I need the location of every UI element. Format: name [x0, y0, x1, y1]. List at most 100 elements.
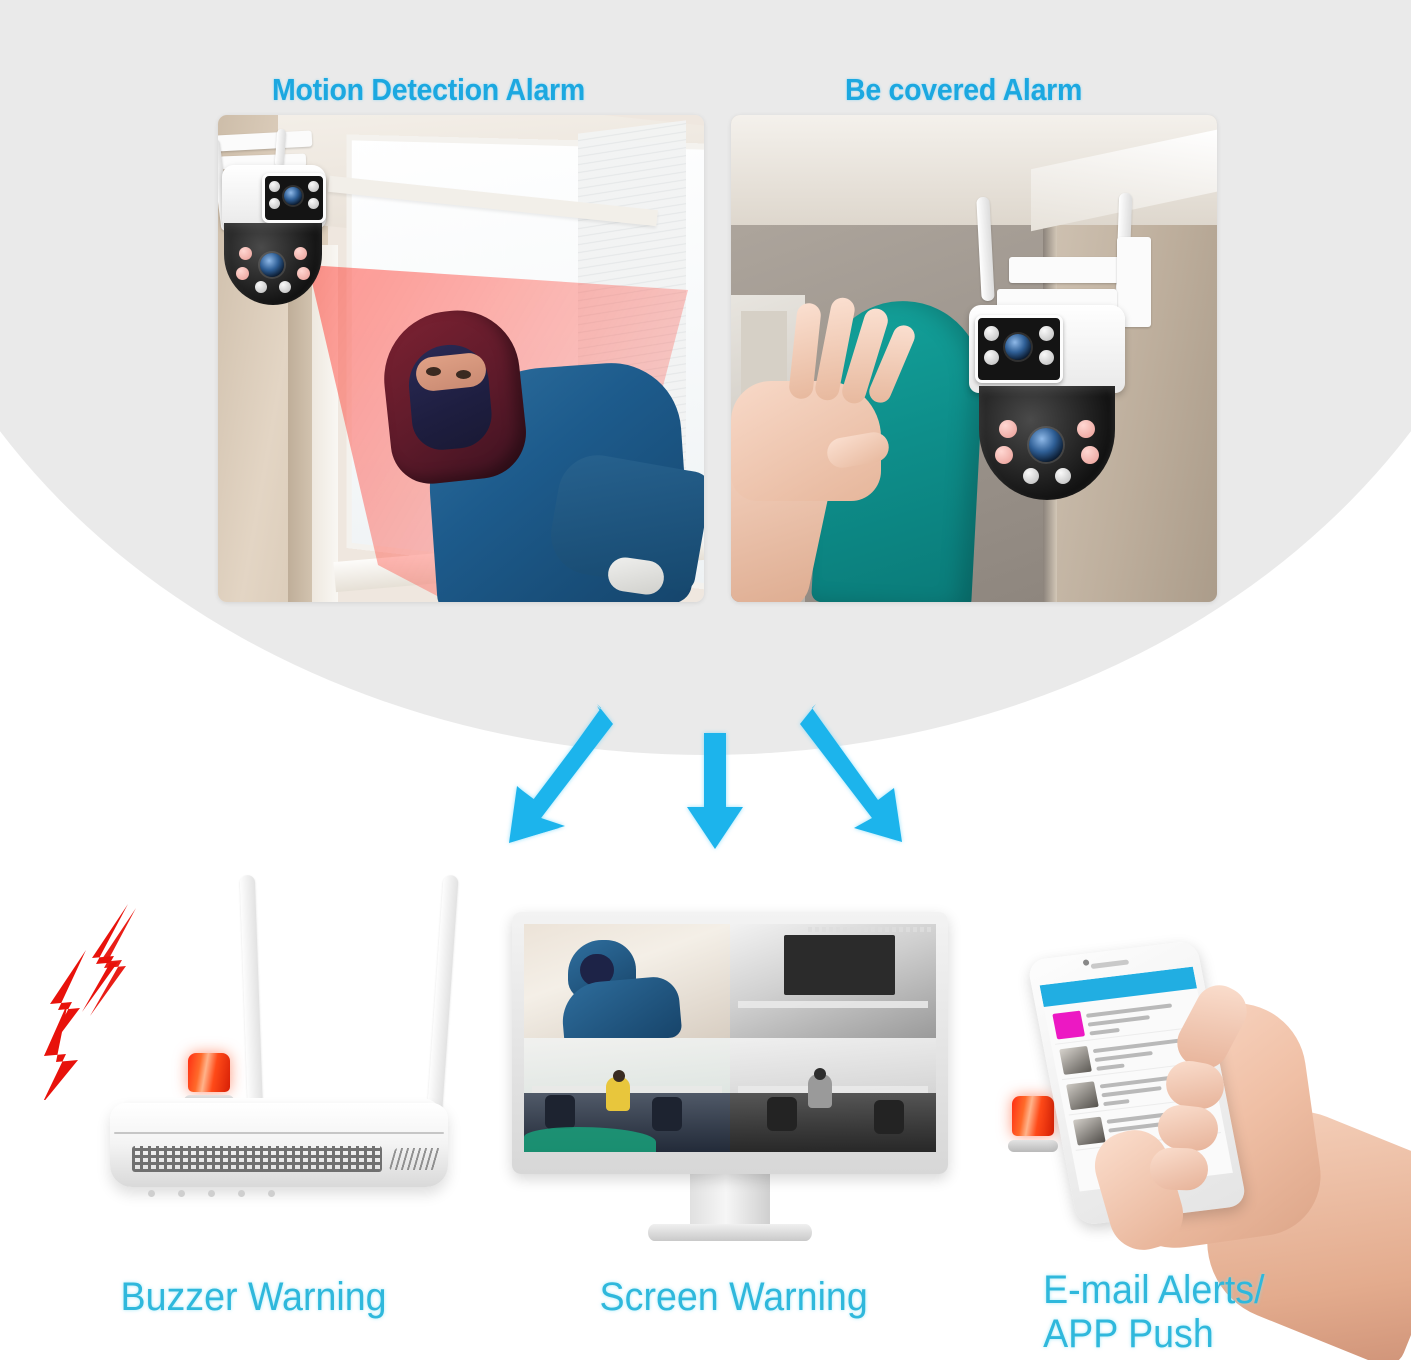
monitor-quad-screen	[524, 924, 936, 1152]
router-antenna-left	[239, 874, 264, 1118]
monitor-stand-neck	[690, 1170, 770, 1228]
ir-led	[308, 181, 319, 192]
router-vent-grille-side	[388, 1148, 442, 1170]
alert-title-line	[1085, 1003, 1173, 1018]
ir-led	[279, 281, 291, 293]
be-covered-photo	[731, 115, 1217, 602]
router-seam	[114, 1132, 444, 1134]
ir-led	[294, 247, 307, 260]
office-person	[808, 1074, 833, 1109]
ir-led	[999, 420, 1017, 438]
arrow-to-phone	[796, 700, 926, 845]
siren-base	[1008, 1139, 1058, 1152]
camera-lens-panel	[975, 315, 1063, 383]
email-app-push-illustration	[990, 930, 1411, 1360]
ir-led	[308, 198, 319, 209]
motion-detection-heading: Motion Detection Alarm	[272, 72, 585, 107]
buzzer-warning-illustration	[40, 860, 510, 1260]
ir-led	[995, 446, 1013, 464]
router-led	[238, 1190, 245, 1197]
alert-time-line	[1096, 1063, 1125, 1071]
intruder-eye-left	[426, 367, 441, 376]
office-chair	[651, 1097, 682, 1132]
router-led	[178, 1190, 185, 1197]
covering-hand	[731, 285, 931, 602]
motion-detection-photo	[218, 115, 704, 602]
siren-lens	[188, 1053, 230, 1092]
buzzer-warning-label: Buzzer Warning	[120, 1275, 387, 1319]
quad-view-office-color	[524, 1038, 730, 1152]
finger	[1149, 1147, 1209, 1191]
alert-title-line	[1092, 1038, 1184, 1054]
ir-led	[255, 281, 267, 293]
red-siren-beacon	[1008, 1096, 1058, 1152]
intruder-figure	[364, 304, 704, 602]
camera-ptz-dome	[224, 223, 322, 305]
ir-led	[269, 181, 280, 192]
alert-time-line	[1089, 1027, 1120, 1036]
camera-lens-panel	[262, 173, 326, 223]
be-covered-heading: Be covered Alarm	[845, 72, 1083, 107]
screen-warning-illustration	[512, 912, 948, 1260]
ir-led	[297, 267, 310, 280]
router-antenna-right	[426, 874, 459, 1126]
quad-view-office-grayscale	[730, 1038, 936, 1152]
office-chair	[767, 1097, 798, 1132]
alert-subtitle-line	[1101, 1086, 1162, 1098]
office-person	[606, 1076, 631, 1111]
ir-led	[1077, 420, 1095, 438]
office-chair	[874, 1099, 905, 1134]
camera-lens-dome	[260, 253, 284, 277]
ir-led	[1055, 468, 1071, 484]
front-camera-icon	[1082, 959, 1090, 966]
arrow-to-buzzer	[487, 700, 617, 845]
desk-edge	[738, 1085, 928, 1093]
alert-thumbnail	[1052, 1010, 1086, 1040]
alert-time-line	[1103, 1099, 1130, 1107]
ir-led	[1039, 326, 1054, 341]
alert-subtitle-line	[1087, 1015, 1151, 1027]
alert-thumbnail	[1066, 1081, 1099, 1111]
office-chair	[544, 1095, 575, 1129]
ir-led	[1023, 468, 1039, 484]
quad-view-intruder	[524, 924, 730, 1038]
router-led	[148, 1190, 155, 1197]
ir-led	[984, 326, 999, 341]
screen-warning-label: Screen Warning	[599, 1275, 868, 1319]
arrow-to-screen	[683, 733, 747, 849]
email-app-push-label: E-mail Alerts/ APP Push	[1043, 1268, 1265, 1356]
office-furniture	[730, 1092, 936, 1152]
person-head	[612, 1069, 625, 1082]
camera-ptz-dome	[979, 386, 1115, 500]
alert-thumbnail	[1059, 1045, 1092, 1075]
ir-led	[984, 350, 999, 365]
dual-lens-camera-right	[967, 192, 1167, 533]
siren-lens	[1012, 1096, 1054, 1137]
router-led	[208, 1190, 215, 1197]
ir-led	[236, 267, 249, 280]
alert-subtitle-line	[1094, 1050, 1153, 1062]
camera-mount-arm	[218, 130, 313, 152]
router-body	[110, 1103, 448, 1187]
ir-led	[1039, 350, 1054, 365]
dark-object	[783, 935, 895, 995]
red-lightning-bolts	[40, 900, 240, 1104]
camera-antenna-left	[976, 196, 995, 302]
camera-lens-dome	[1029, 428, 1063, 462]
alert-thumbnail	[1072, 1116, 1106, 1146]
ir-led	[1081, 446, 1099, 464]
quad-view-room-night	[730, 924, 936, 1038]
desk-edge	[738, 1001, 928, 1009]
monitor-bezel	[512, 912, 948, 1174]
router-led	[268, 1190, 275, 1197]
earpiece-speaker	[1090, 959, 1130, 969]
dual-lens-camera-left	[218, 128, 374, 319]
camera-lens-top	[284, 187, 302, 205]
person-head	[814, 1067, 827, 1080]
ir-led	[239, 247, 252, 260]
intruder-eye-right	[456, 370, 471, 379]
camera-lens-top	[1005, 334, 1031, 360]
timestamp-overlay	[808, 927, 932, 932]
monitor-stand-base	[648, 1224, 812, 1241]
